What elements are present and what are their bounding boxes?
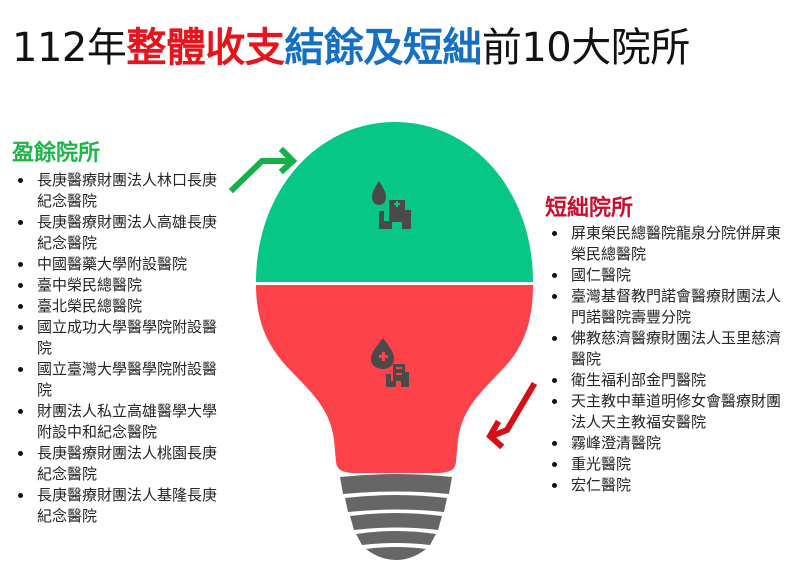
- title-prefix: 112年: [12, 25, 127, 71]
- hospital-drop-icon: [372, 181, 411, 229]
- list-item: 重光醫院: [545, 454, 790, 475]
- list-item: 霧峰澄清醫院: [545, 433, 790, 454]
- list-item: 臺中榮民總醫院: [11, 275, 226, 296]
- page-title: 112年整體收支結餘及短絀前10大院所: [12, 22, 690, 74]
- list-item: 長庚醫療財團法人基隆長庚紀念醫院: [11, 485, 226, 527]
- list-item: 長庚醫療財團法人林口長庚紀念醫院: [11, 170, 226, 212]
- list-item: 天主教中華道明修女會醫療財團法人天主教福安醫院: [545, 391, 790, 433]
- list-item: 屏東榮民總醫院龍泉分院併屏東榮民總醫院: [545, 223, 790, 265]
- deficit-heading: 短絀院所: [545, 196, 634, 221]
- title-red-part: 整體收支: [126, 25, 285, 71]
- list-item: 長庚醫療財團法人桃園長庚紀念醫院: [11, 443, 226, 485]
- list-item: 臺北榮民總醫院: [11, 296, 226, 317]
- list-item: 長庚醫療財團法人高雄長庚紀念醫院: [11, 212, 226, 254]
- list-item: 國立臺灣大學醫學院附設醫院: [11, 359, 226, 401]
- deficit-arrow-icon: [486, 381, 538, 450]
- surplus-arrow-icon: [228, 146, 298, 194]
- list-item: 佛教慈濟醫療財團法人玉里慈濟醫院: [545, 328, 790, 370]
- title-blue-part: 結餘及短絀: [284, 25, 482, 71]
- surplus-hospital-list: 長庚醫療財團法人林口長庚紀念醫院 長庚醫療財團法人高雄長庚紀念醫院 中國醫藥大學…: [11, 170, 226, 527]
- bulb-screw-base: [340, 474, 452, 560]
- title-suffix: 前10大院所: [481, 25, 690, 71]
- list-item: 臺灣基督教門諾會醫療財團法人門諾醫院壽豐分院: [545, 286, 790, 328]
- list-item: 衛生福利部金門醫院: [545, 370, 790, 391]
- hospital-drop-plus-icon: [371, 338, 409, 387]
- deficit-hospital-list: 屏東榮民總醫院龍泉分院併屏東榮民總醫院 國仁醫院 臺灣基督教門諾會醫療財團法人門…: [545, 223, 790, 496]
- list-item: 財團法人私立高雄醫學大學附設中和紀念醫院: [11, 401, 226, 443]
- surplus-heading: 盈餘院所: [12, 141, 101, 166]
- list-item: 宏仁醫院: [545, 475, 790, 496]
- list-item: 中國醫藥大學附設醫院: [11, 254, 226, 275]
- list-item: 國仁醫院: [545, 265, 790, 286]
- list-item: 國立成功大學醫學院附設醫院: [11, 317, 226, 359]
